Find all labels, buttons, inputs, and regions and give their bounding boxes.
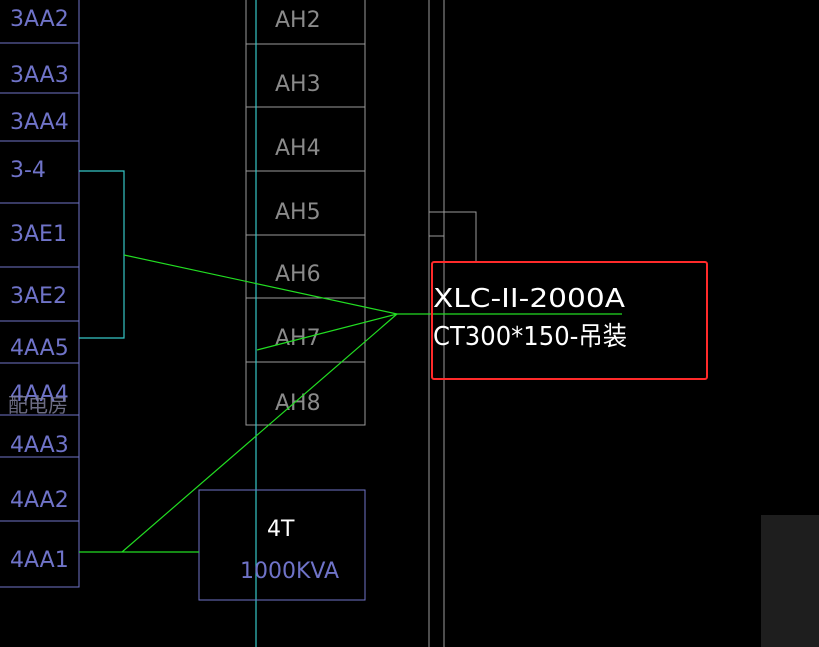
panel-label-4aa2: 4AA2 [10, 488, 69, 513]
panel-label-4aa3: 4AA3 [10, 433, 69, 458]
transformer-name: 4T [267, 517, 295, 542]
cabinet-ah8[interactable] [245, 361, 366, 426]
cabinet-label-ah7: AH7 [275, 326, 321, 351]
cabinet-label-ah6: AH6 [275, 262, 321, 287]
room-label-peidianfang: 配电房 [8, 393, 68, 417]
cyan-bracket-wire[interactable] [79, 170, 125, 339]
panel-label-4aa1: 4AA1 [10, 548, 69, 573]
left-switchgear-column: 3AA2 3AA3 3AA4 3-4 3AE1 3AE2 4AA5 4AA4 4… [0, 0, 80, 588]
green-leader-lines [79, 254, 622, 553]
panel-label-3aa4: 3AA4 [10, 110, 69, 135]
cabinet-label-ah8: AH8 [275, 391, 321, 416]
leader-from-3ae1[interactable] [123, 254, 398, 315]
transformer-capacity: 1000KVA [240, 559, 339, 584]
cabinet-label-ah5: AH5 [275, 200, 321, 225]
panel-label-3ae1: 3AE1 [10, 222, 67, 247]
corner-scroll-strip[interactable] [761, 515, 819, 647]
busway-spec-label: CT300*150-吊装 [433, 322, 627, 352]
cabinet-label-ah4: AH4 [275, 136, 321, 161]
panel-label-3ae2: 3AE2 [10, 284, 67, 309]
leader-from-4aa1[interactable] [121, 313, 398, 553]
busway-tap-box[interactable] [429, 211, 477, 262]
transformer-box[interactable] [198, 489, 366, 601]
panel-label-3aa2: 3AA2 [10, 7, 69, 32]
panel-label-3aa3: 3AA3 [10, 63, 69, 88]
cabinet-label-ah3: AH3 [275, 72, 321, 97]
cabinet-column: AH2 AH3 AH4 AH5 AH6 AH7 AH8 [245, 0, 366, 426]
panel-4aa1[interactable] [0, 520, 80, 588]
busway-model-label: XLC-II-2000A [433, 284, 625, 314]
panel-label-3-4: 3-4 [10, 158, 46, 183]
cabinet-label-ah2: AH2 [275, 8, 321, 33]
leader-from-ah7[interactable] [256, 313, 398, 351]
panel-label-4aa5: 4AA5 [10, 336, 69, 361]
panel-label-4aa4: 4AA4 [10, 382, 69, 407]
red-highlight-box [431, 261, 708, 380]
